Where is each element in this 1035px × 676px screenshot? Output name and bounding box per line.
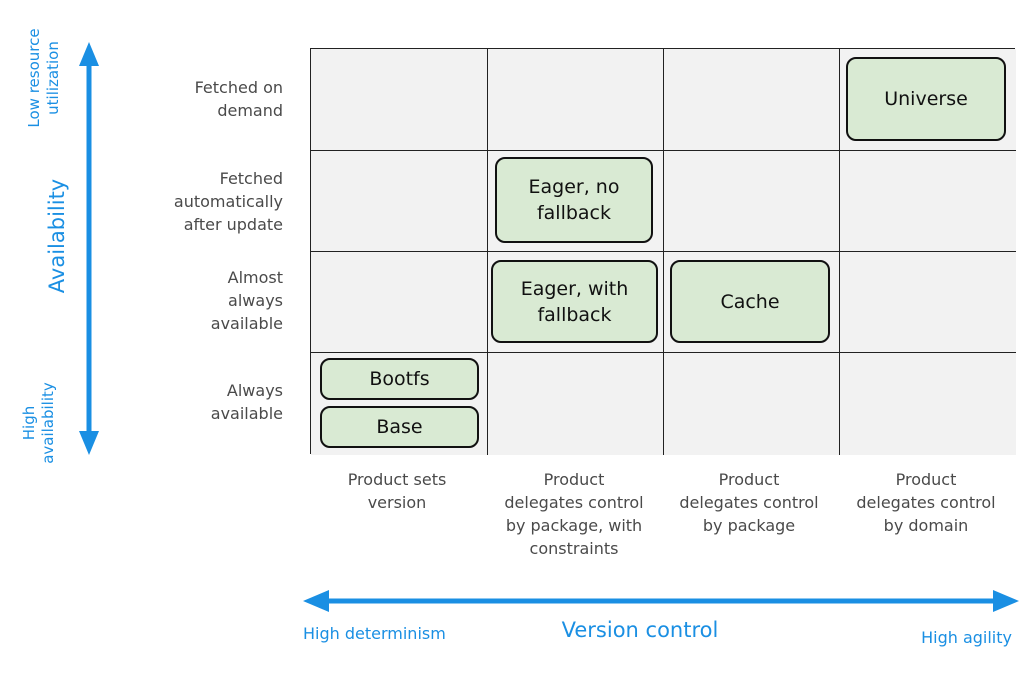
grid-cell — [840, 151, 1016, 252]
vertical-axis-title: Availability — [45, 178, 69, 294]
row-label-almost-always-available: Almost always available — [133, 266, 283, 335]
column-label-line: Product — [543, 470, 605, 489]
row-label-always-available: Always available — [133, 379, 283, 425]
column-label-line: delegates control — [679, 493, 819, 512]
row-label-line: Fetched on — [194, 78, 283, 97]
column-label-product-sets-version: Product sets version — [311, 468, 483, 514]
column-label-line: Product — [895, 470, 957, 489]
column-label-line: delegates control — [504, 493, 644, 512]
box-base: Base — [320, 406, 479, 448]
row-label-line: Almost — [227, 268, 283, 287]
column-label-line: delegates control — [856, 493, 996, 512]
row-label-fetched-automatically: Fetched automatically after update — [133, 167, 283, 236]
box-bootfs: Bootfs — [320, 358, 479, 400]
box-universe-label: Universe — [884, 88, 968, 110]
column-label-line: Product sets — [347, 470, 447, 489]
grid-cell — [311, 151, 488, 252]
vertical-axis-arrow — [79, 42, 99, 455]
column-label-line: by domain — [883, 516, 969, 535]
horizontal-axis-right-label: High agility — [921, 628, 1012, 647]
row-label-line: automatically — [173, 192, 283, 211]
horizontal-axis-title: Version control — [561, 618, 719, 642]
column-label-line: by package, with — [505, 516, 643, 535]
box-eager-with-fallback-label: Eager, with — [520, 277, 629, 300]
column-label-delegates-domain: Product delegates control by domain — [840, 468, 1012, 537]
vertical-axis-bottom-label: High availability — [20, 378, 60, 468]
vertical-axis-top-label-line: Low resource — [25, 28, 43, 128]
grid-cell — [664, 49, 840, 151]
grid-cell — [488, 49, 664, 151]
row-label-line: after update — [183, 215, 283, 234]
grid-cell — [664, 151, 840, 252]
row-label-fetched-on-demand: Fetched on demand — [133, 76, 283, 122]
box-eager-no-fallback: Eager, no fallback — [495, 157, 653, 243]
column-label-delegates-package-constraints: Product delegates control by package, wi… — [488, 468, 660, 560]
column-label-line: constraints — [529, 539, 619, 558]
column-label-line: version — [367, 493, 427, 512]
grid-cell — [840, 252, 1016, 353]
row-label-line: demand — [217, 101, 283, 120]
box-eager-with-fallback-label: fallback — [537, 303, 612, 326]
box-cache-label: Cache — [720, 290, 780, 313]
horizontal-axis-left-label: High determinism — [303, 624, 446, 643]
vertical-axis-bottom-label-line: availability — [39, 382, 57, 464]
vertical-axis-bottom-label-line: High — [20, 405, 38, 441]
row-label-line: Always — [226, 381, 283, 400]
grid-cell — [488, 353, 664, 455]
grid-cell — [311, 252, 488, 353]
box-eager-no-fallback-label: fallback — [536, 202, 612, 224]
box-cache: Cache — [670, 260, 830, 343]
grid-cell — [664, 353, 840, 455]
row-label-line: Fetched — [219, 169, 283, 188]
box-bootfs-label: Bootfs — [369, 368, 430, 390]
box-universe: Universe — [846, 57, 1006, 141]
column-label-line: by package — [702, 516, 796, 535]
grid-cell — [840, 353, 1016, 455]
row-label-line: available — [210, 404, 283, 423]
box-eager-no-fallback-label: Eager, no — [528, 176, 620, 198]
column-label-delegates-package: Product delegates control by package — [663, 468, 835, 537]
box-base-label: Base — [376, 416, 423, 438]
vertical-axis-top-label-line: utilization — [44, 41, 62, 115]
row-label-line: available — [210, 314, 283, 333]
horizontal-axis-arrow — [303, 590, 1019, 612]
grid-cell — [311, 49, 488, 151]
vertical-axis-top-label: Low resource utilization — [25, 23, 65, 133]
box-eager-with-fallback: Eager, with fallback — [491, 260, 658, 343]
row-label-line: always — [228, 291, 283, 310]
column-label-line: Product — [718, 470, 780, 489]
